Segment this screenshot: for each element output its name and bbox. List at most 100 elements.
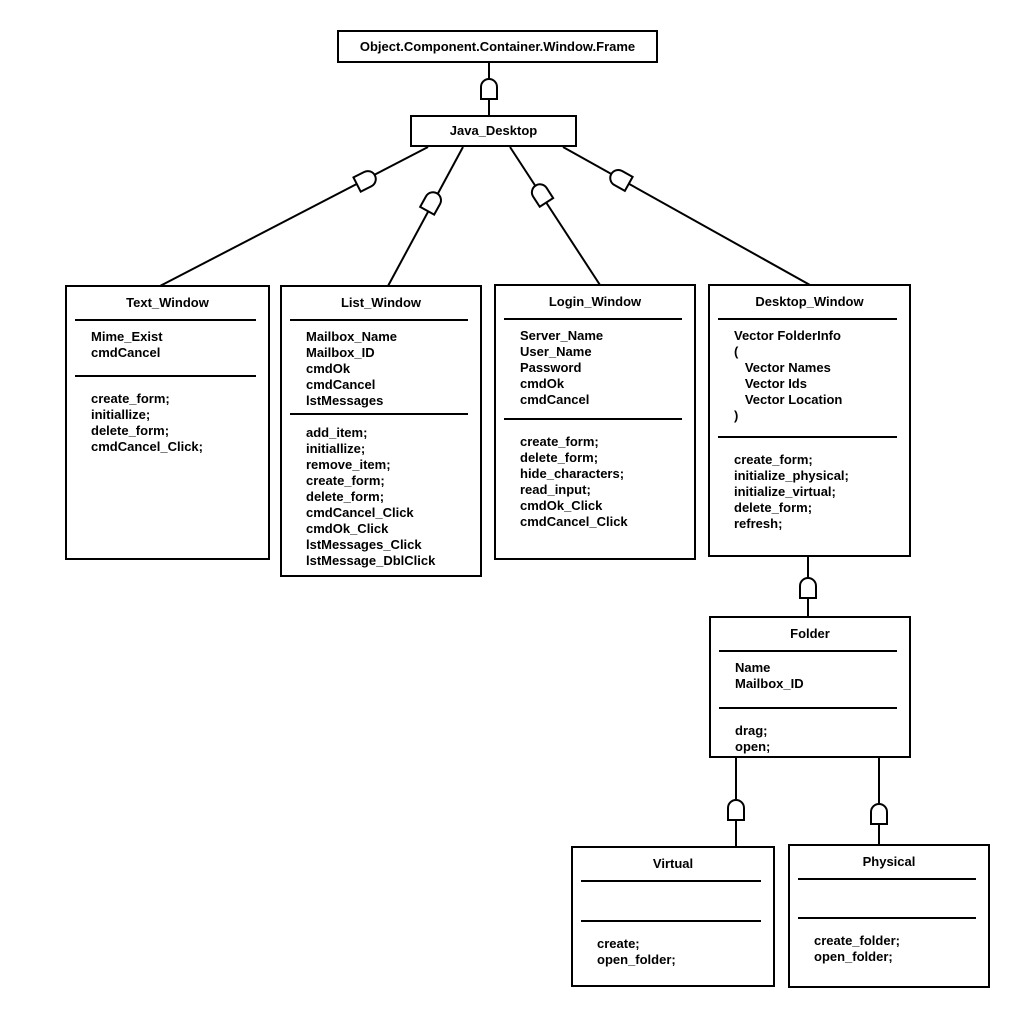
class-title: Virtual: [652, 856, 694, 871]
inheritance-arch-icon: [870, 803, 888, 825]
connector-java-desktop-to-list-window: [387, 146, 464, 287]
member-line: cmdCancel: [306, 377, 376, 392]
connector-java-desktop-to-text-window: [159, 146, 429, 287]
section-divider: [718, 318, 897, 320]
member-line: Vector Names: [734, 360, 831, 375]
member-line: open_folder;: [597, 952, 676, 967]
member-line: Server_Name: [520, 328, 604, 343]
member-line: Mailbox_ID: [306, 345, 375, 360]
section-divider: [719, 650, 897, 652]
methods-section: create_form;delete_form;hide_characters;…: [496, 420, 694, 530]
member-line: drag;: [735, 723, 768, 738]
member-line: ): [734, 408, 739, 423]
connector-java-desktop-to-login-window: [509, 146, 601, 286]
inheritance-arch-icon: [530, 183, 555, 209]
member-line: Name: [735, 660, 771, 675]
member-line: cmdCancel_Click: [306, 505, 414, 520]
member-line: create_form;: [520, 434, 599, 449]
member-line: read_input;: [520, 482, 591, 497]
member-line: create;: [597, 936, 640, 951]
class-box-frame: Object.Component.Container.Window.Frame: [337, 30, 658, 63]
class-box-desktop-window: Desktop_Window Vector FolderInfo( Vector…: [708, 284, 911, 557]
member-line: Mime_Exist: [91, 329, 163, 344]
member-line: Vector Ids: [734, 376, 807, 391]
section-divider: [75, 319, 256, 321]
section-divider: [290, 319, 468, 321]
methods-section: create;open_folder;: [573, 922, 773, 968]
member-line: open;: [735, 739, 771, 754]
class-title: Object.Component.Container.Window.Frame: [359, 38, 636, 54]
class-box-java-desktop: Java_Desktop: [410, 115, 577, 147]
member-line: hide_characters;: [520, 466, 625, 481]
member-line: (: [734, 344, 739, 359]
member-line: lstMessages_Click: [306, 537, 422, 552]
methods-section: add_item;initiallize;remove_item;create_…: [282, 415, 480, 569]
section-divider: [290, 413, 468, 415]
attributes-section: Vector FolderInfo( Vector Names Vector I…: [710, 320, 909, 436]
member-line: remove_item;: [306, 457, 391, 472]
member-line: add_item;: [306, 425, 368, 440]
section-divider: [504, 318, 682, 320]
class-title: Java_Desktop: [449, 123, 538, 138]
member-line: initiallize;: [306, 441, 366, 456]
member-line: cmdOk: [306, 361, 351, 376]
inheritance-arch-icon: [352, 170, 377, 194]
member-line: open_folder;: [814, 949, 893, 964]
connector-java-desktop-to-desktop-window: [562, 146, 811, 286]
member-line: cmdCancel: [91, 345, 161, 360]
attributes-section: [573, 882, 773, 920]
member-line: lstMessage_DblClick: [306, 553, 436, 568]
member-line: lstMessages: [306, 393, 384, 408]
inheritance-arch-icon: [480, 78, 498, 100]
class-title: Login_Window: [548, 294, 642, 309]
member-line: Mailbox_ID: [735, 676, 804, 691]
inheritance-arch-icon: [727, 799, 745, 821]
member-line: cmdOk_Click: [306, 521, 389, 536]
section-divider: [798, 917, 976, 919]
class-box-physical: Physical create_folder;open_folder;: [788, 844, 990, 988]
class-title: List_Window: [340, 295, 422, 310]
member-line: cmdCancel: [520, 392, 590, 407]
member-line: Mailbox_Name: [306, 329, 398, 344]
class-title: Text_Window: [126, 295, 209, 310]
member-line: Vector Location: [734, 392, 843, 407]
inheritance-arch-icon: [418, 191, 442, 216]
class-title: Folder: [790, 626, 830, 641]
methods-section: create_folder;open_folder;: [790, 919, 988, 965]
methods-section: create_form;initialize_physical;initiali…: [710, 438, 909, 532]
inheritance-arch-icon: [799, 577, 817, 599]
class-title: Desktop_Window: [755, 294, 864, 309]
member-line: initialize_physical;: [734, 468, 849, 483]
member-line: initiallize;: [91, 407, 151, 422]
member-line: cmdOk: [520, 376, 565, 391]
section-divider: [581, 920, 761, 922]
member-line: Vector FolderInfo: [734, 328, 841, 343]
section-divider: [719, 707, 897, 709]
member-line: Password: [520, 360, 582, 375]
methods-section: create_form;initiallize;delete_form;cmdC…: [67, 377, 268, 455]
member-line: delete_form;: [520, 450, 599, 465]
member-line: create_form;: [91, 391, 170, 406]
member-line: cmdOk_Click: [520, 498, 603, 513]
section-divider: [504, 418, 682, 420]
member-line: User_Name: [520, 344, 592, 359]
section-divider: [581, 880, 761, 882]
section-divider: [75, 375, 256, 377]
section-divider: [718, 436, 897, 438]
member-line: refresh;: [734, 516, 783, 531]
attributes-section: [790, 880, 988, 917]
section-divider: [798, 878, 976, 880]
class-box-virtual: Virtual create;open_folder;: [571, 846, 775, 987]
methods-section: drag;open;: [711, 709, 909, 755]
member-line: create_folder;: [814, 933, 900, 948]
member-line: cmdCancel_Click: [520, 514, 628, 529]
